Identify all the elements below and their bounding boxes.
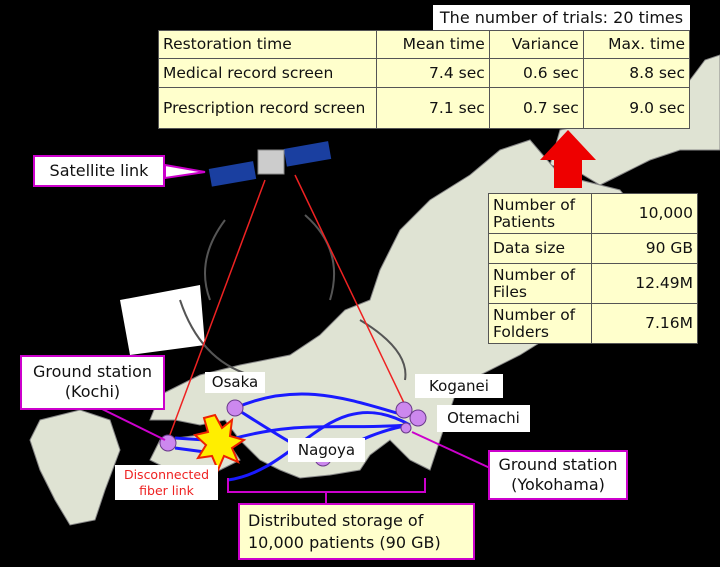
table-row: Prescription record screen 7.1 sec 0.7 s… xyxy=(158,87,691,129)
broken-paper xyxy=(120,285,205,355)
node-koganei xyxy=(395,401,413,419)
osaka-label: Osaka xyxy=(205,372,265,393)
label-line: Disconnected xyxy=(123,467,210,482)
satellite-link-callout: Satellite link xyxy=(33,155,165,187)
cell: 90 GB xyxy=(591,233,698,264)
distributed-storage-callout: Distributed storage of 10,000 patients (… xyxy=(238,503,475,560)
cell: 8.8 sec xyxy=(582,58,691,88)
ground-station-kochi-callout: Ground station (Kochi) xyxy=(20,355,165,410)
break-burst-icon xyxy=(192,413,247,473)
cell: 12.49M xyxy=(591,263,698,304)
node-otemachi xyxy=(409,409,427,427)
node-yokohama xyxy=(400,422,412,434)
radio-waves xyxy=(179,214,407,381)
satellite-icon xyxy=(208,141,332,187)
cell: Prescription record screen xyxy=(158,87,377,129)
label-line: fiber link xyxy=(139,483,194,498)
cell: 9.0 sec xyxy=(582,87,691,129)
header-cell: Max. time xyxy=(582,30,691,59)
restoration-table: Restoration time Mean time Variance Max.… xyxy=(158,30,691,129)
koganei-label: Koganei xyxy=(415,374,503,398)
cell: 7.1 sec xyxy=(376,87,490,129)
cell: 7.16M xyxy=(591,303,698,344)
otemachi-label: Otemachi xyxy=(437,405,530,432)
cell: 7.4 sec xyxy=(376,58,490,88)
header-cell: Variance xyxy=(488,30,584,59)
up-arrow xyxy=(540,130,596,188)
storage-bracket xyxy=(227,478,426,505)
table-row: Medical record screen 7.4 sec 0.6 sec 8.… xyxy=(158,58,691,88)
cell: Medical record screen xyxy=(158,58,377,88)
cell: 0.7 sec xyxy=(488,87,584,129)
trials-note: The number of trials: 20 times xyxy=(433,5,690,30)
ground-station-yokohama-callout: Ground station (Yokohama) xyxy=(488,450,628,500)
cell: Number of Patients xyxy=(488,193,592,234)
table-header-row: Restoration time Mean time Variance Max.… xyxy=(158,30,691,59)
cell: Data size xyxy=(488,233,592,264)
callout-line: Ground station xyxy=(33,362,152,381)
callout-line: 10,000 patients (90 GB) xyxy=(248,533,441,552)
callout-line: (Kochi) xyxy=(64,382,121,401)
node-kochi xyxy=(159,434,177,452)
callout-line: Ground station xyxy=(498,455,618,474)
callout-lines xyxy=(99,163,491,505)
kyushu xyxy=(29,409,121,526)
callout-line: Distributed storage of xyxy=(248,511,424,530)
cell: 0.6 sec xyxy=(488,58,584,88)
cell: Number of Folders xyxy=(488,303,592,344)
nagoya-label: Nagoya xyxy=(288,438,365,462)
cell: Number of Files xyxy=(488,263,592,304)
node-osaka xyxy=(226,399,244,417)
header-cell: Restoration time xyxy=(158,30,377,59)
disconnected-fiber-label: Disconnected fiber link xyxy=(115,465,218,500)
header-cell: Mean time xyxy=(376,30,490,59)
callout-line: (Yokohama) xyxy=(511,475,605,494)
satellite-link-lines xyxy=(167,174,406,441)
cell: 10,000 xyxy=(591,193,698,234)
